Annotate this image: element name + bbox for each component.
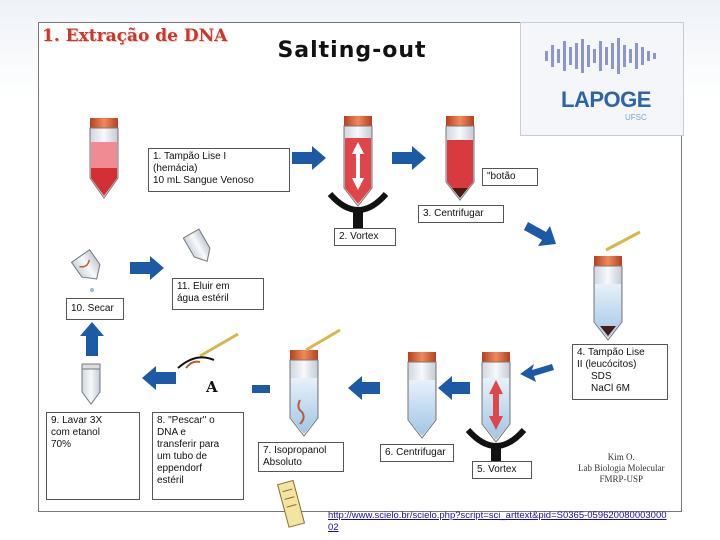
eppendorf-11 bbox=[182, 228, 211, 262]
pipette-tip bbox=[305, 328, 341, 352]
test-tube-rack bbox=[277, 479, 306, 528]
step-11-line-1: 11. Eluir em bbox=[177, 281, 230, 292]
lapoge-logo: LAPOGE UFSC bbox=[520, 22, 684, 136]
arrow-4-5 bbox=[520, 364, 554, 382]
step-9-box: 9. Lavar 3X com etanol 70% bbox=[46, 412, 140, 500]
step-8-box: 8. "Pescar" o DNA e transferir para um t… bbox=[152, 412, 244, 500]
step-4-box: 4. Tampão Lise II (leucócitos) SDS NaCl … bbox=[572, 344, 668, 400]
step-7-line-2: Absoluto bbox=[263, 457, 302, 468]
arrow-9-10 bbox=[80, 322, 104, 356]
arrow-8-9 bbox=[142, 366, 176, 390]
arrow-2-3 bbox=[392, 146, 426, 170]
step-3-box: 3. Centrifugar bbox=[418, 205, 504, 223]
source-link[interactable]: http://www.scielo.br/scielo.php?script=s… bbox=[328, 510, 667, 533]
step-7-box: 7. Isopropanol Absoluto bbox=[258, 442, 344, 472]
arrow-5-6 bbox=[438, 376, 470, 400]
figure-letter: A bbox=[206, 378, 218, 396]
step-4-line-2: II (leucócitos) bbox=[577, 359, 637, 370]
slide-title: 1. Extração de DNA bbox=[42, 26, 228, 46]
image-credit: Kim O. Lab Biologia Molecular FMRP-USP bbox=[578, 452, 664, 485]
step-4-line-3: SDS bbox=[591, 371, 612, 382]
step-1-line-1: 1. Tampão Lise I bbox=[153, 151, 227, 162]
tube-2-vortex bbox=[327, 116, 389, 228]
step-1-line-2: (hemácia) bbox=[153, 163, 198, 174]
tube-7-isopropanol bbox=[289, 350, 319, 437]
step-11-line-2: água estéril bbox=[177, 293, 229, 304]
step-1-line-3: 10 mL Sangue Venoso bbox=[153, 175, 254, 186]
step-8-line-3: transferir para bbox=[157, 439, 220, 450]
step-8-line-1: 8. "Pescar" o bbox=[157, 415, 215, 426]
arrow-3-4 bbox=[524, 222, 556, 246]
dna-barcode-icon bbox=[545, 38, 656, 74]
tube-1-blood bbox=[89, 118, 119, 199]
credit-author: Kim O. bbox=[607, 452, 635, 462]
pipette-tip-2 bbox=[605, 230, 641, 252]
step-9-line-1: 9. Lavar 3X bbox=[51, 415, 103, 426]
method-title: Salting-out bbox=[258, 33, 446, 67]
step-5-box: 5. Vortex bbox=[472, 461, 532, 479]
drop-icon bbox=[90, 288, 94, 292]
arrow-10-11 bbox=[130, 256, 164, 280]
tube-6-centrifuged bbox=[407, 352, 437, 439]
tube-4-lysis-buffer bbox=[593, 256, 623, 341]
step-10-box: 10. Secar bbox=[66, 298, 124, 320]
tube-5-vortex bbox=[465, 352, 527, 462]
logo-subtitle: UFSC bbox=[625, 113, 647, 122]
arrow-1-2 bbox=[292, 146, 326, 170]
credit-lab: Lab Biologia Molecular bbox=[578, 463, 665, 473]
step-9-line-3: 70% bbox=[51, 439, 72, 450]
step-4-line-4: NaCl 6M bbox=[591, 383, 630, 394]
credit-institution: FMRP-USP bbox=[599, 474, 643, 484]
eppendorf-9 bbox=[81, 363, 101, 405]
step-8-line-5: eppendorf bbox=[157, 463, 203, 474]
step-8-line-4: um tubo de bbox=[157, 451, 208, 462]
step-4-line-1: 4. Tampão Lise bbox=[577, 347, 645, 358]
eppendorf-10 bbox=[70, 249, 101, 280]
step-11-box: 11. Eluir em água estéril bbox=[172, 278, 264, 310]
arrow-7-8-dash bbox=[252, 385, 270, 393]
arrow-6-7 bbox=[348, 376, 380, 400]
step-1-box: 1. Tampão Lise I (hemácia) 10 mL Sangue … bbox=[148, 148, 290, 192]
step-8-line-2: DNA e bbox=[157, 427, 186, 438]
step-8-line-6: estéril bbox=[157, 475, 184, 486]
tube-3-centrifuged bbox=[445, 116, 475, 201]
pellet-label: "botão bbox=[482, 168, 538, 186]
flow-arrows bbox=[80, 146, 556, 400]
step-9-line-2: com etanol bbox=[51, 427, 100, 438]
logo-wordmark: LAPOGE bbox=[561, 87, 651, 112]
dna-hook bbox=[177, 332, 239, 369]
step-7-line-1: 7. Isopropanol bbox=[263, 445, 327, 456]
step-2-box: 2. Vortex bbox=[334, 228, 396, 246]
step-6-box: 6. Centrifugar bbox=[380, 444, 454, 462]
